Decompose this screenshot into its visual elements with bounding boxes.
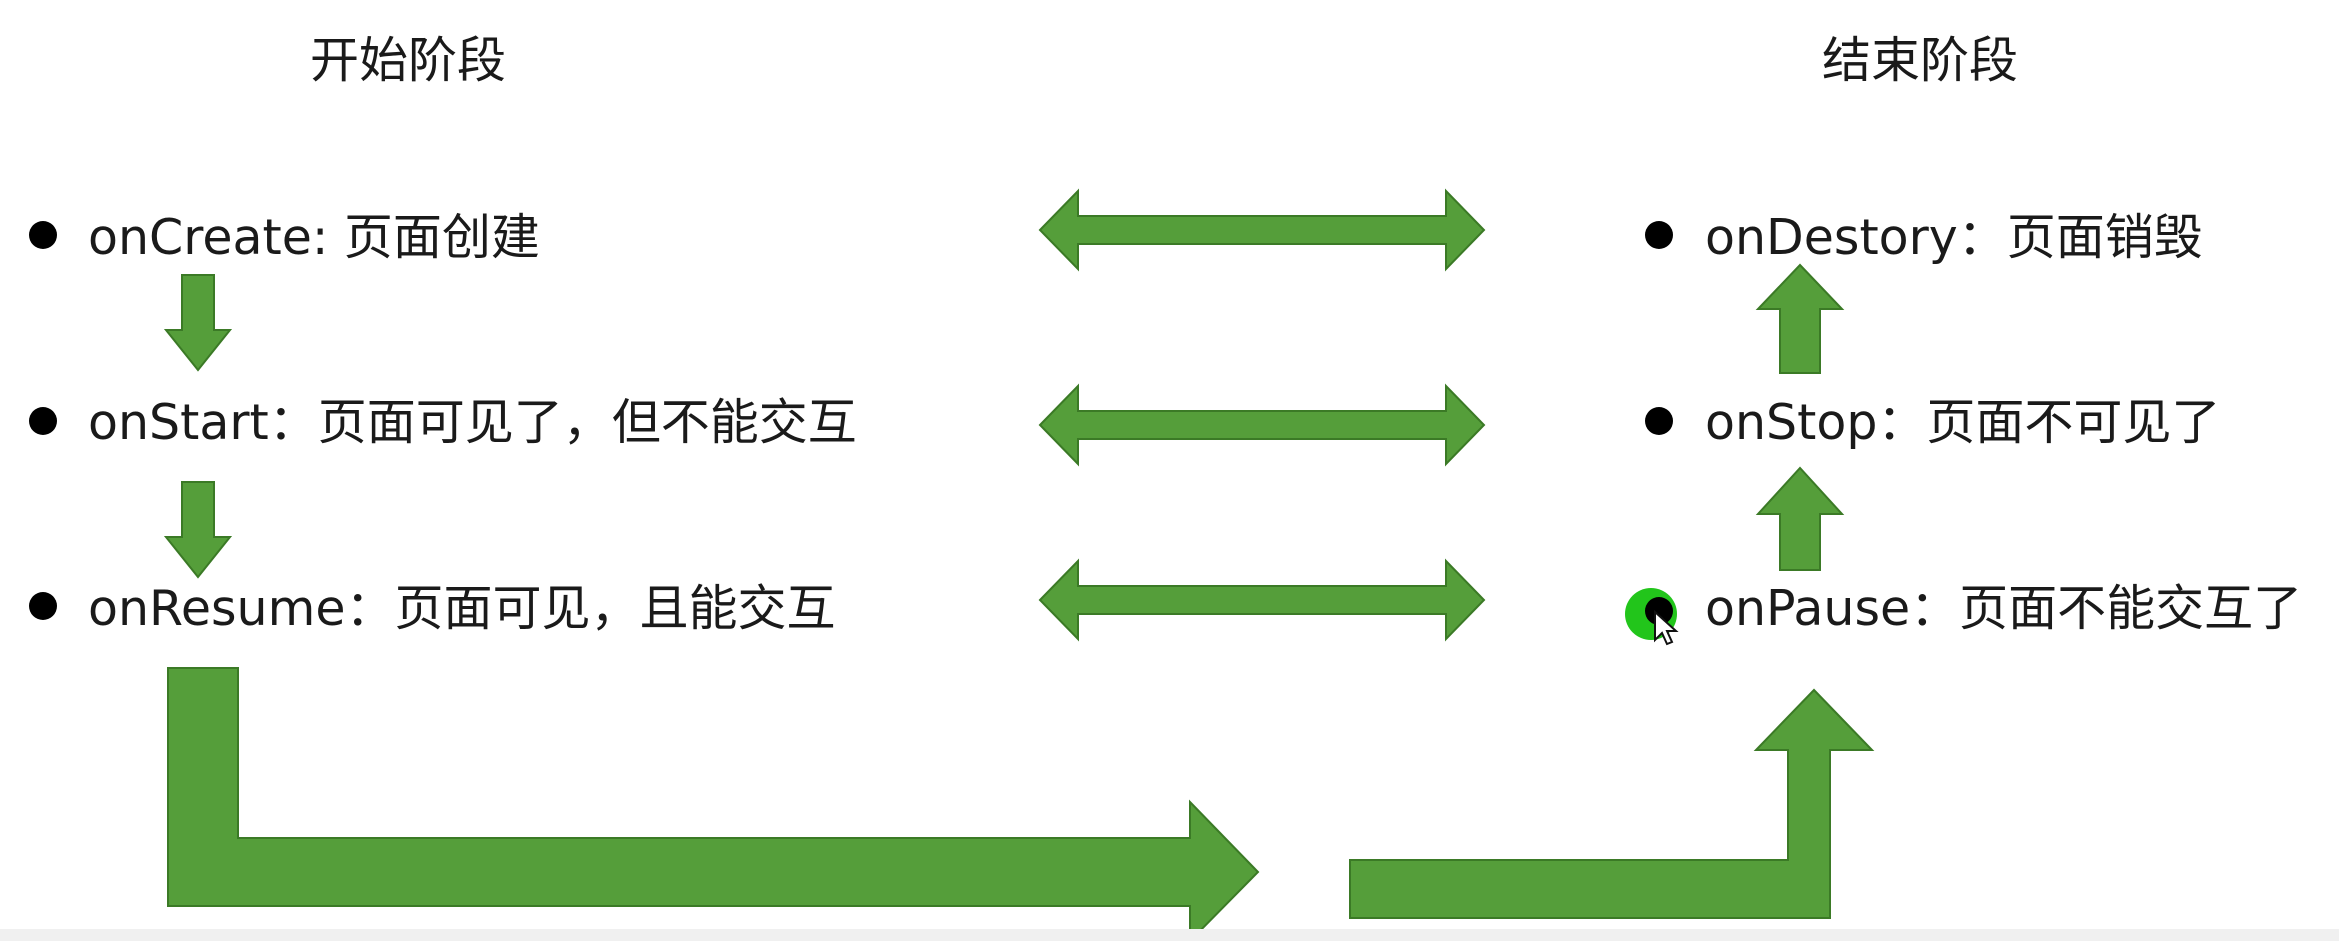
bullet-onstart <box>29 407 57 435</box>
slide-bottom-edge <box>0 929 2339 941</box>
bullet-onresume <box>29 592 57 620</box>
double-arrow-start-stop <box>1038 383 1486 467</box>
oncreate-label: onCreate: 页面创建 <box>88 209 540 266</box>
arrow-down-start-to-resume <box>163 481 233 579</box>
onstart-label: onStart：页面可见了，但不能交互 <box>88 394 857 451</box>
double-arrow-create-destory <box>1038 188 1486 272</box>
onresume-label: onResume：页面可见，且能交互 <box>88 580 836 637</box>
start-phase-heading: 开始阶段 <box>310 32 507 89</box>
arrow-resume-to-pause-right <box>167 667 1260 941</box>
end-phase-heading: 结束阶段 <box>1822 32 2019 89</box>
double-arrow-resume-pause <box>1038 558 1486 642</box>
arrow-resume-to-pause-up <box>1349 688 1875 919</box>
arrow-down-create-to-start <box>163 274 233 372</box>
bullet-onstop <box>1645 407 1673 435</box>
ondestory-label: onDestory：页面销毁 <box>1705 209 2203 266</box>
bullet-onpause <box>1645 597 1673 625</box>
onstop-label: onStop：页面不可见了 <box>1705 394 2221 451</box>
bullet-oncreate <box>29 221 57 249</box>
bullet-ondestory <box>1645 221 1673 249</box>
arrow-up-pause-to-stop <box>1755 466 1845 571</box>
onpause-label: onPause：页面不能交互了 <box>1705 580 2303 637</box>
cursor-pointer-icon <box>1654 609 1679 646</box>
arrow-up-stop-to-destory <box>1755 263 1845 374</box>
